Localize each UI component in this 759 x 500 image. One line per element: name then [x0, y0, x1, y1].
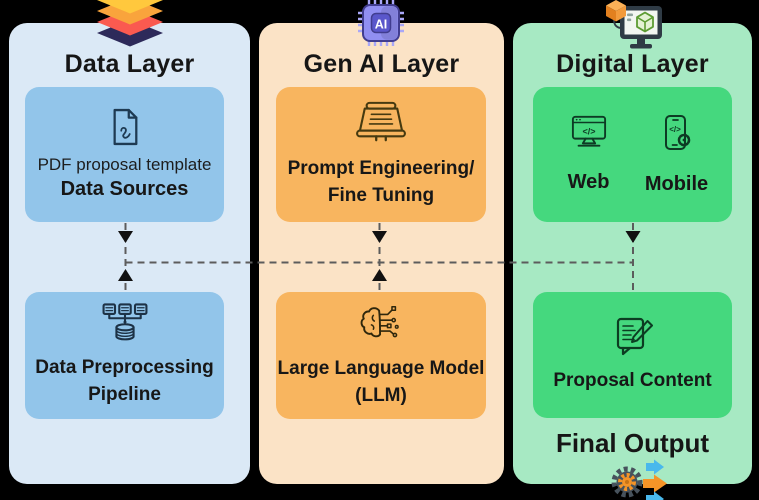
web-mobile-box: </> Web </> [533, 87, 732, 222]
web-item: </> Web [558, 114, 620, 194]
data-sources-label: Data Sources [60, 178, 189, 200]
ai-chip-icon: AI [358, 0, 404, 46]
prompt-scroll-icon [355, 100, 407, 144]
mobile-label: Mobile [644, 172, 709, 195]
panel-digital-layer: Digital Layer </> [513, 23, 752, 484]
panel-data-layer: Data Layer PDF proposal template Data So… [9, 23, 250, 484]
brain-circuit-icon [356, 302, 406, 344]
ai-chip-label: AI [375, 18, 388, 32]
mobile-gear-icon: </> [661, 114, 693, 152]
data-preprocessing-label: Data Preprocessing Pipeline [35, 355, 213, 409]
gears-arrows-icon [610, 454, 672, 500]
data-sources-box: PDF proposal template Data Sources [25, 87, 224, 222]
panel-genai-layer: Gen AI Layer Prompt Engineering/ Fine Tu… [259, 23, 504, 484]
llm-box: Large Language Model (LLM) [276, 292, 486, 419]
data-sources-subtitle: PDF proposal template [37, 155, 212, 174]
data-preprocessing-line1: Data Preprocessing [35, 356, 214, 378]
web-code-glyph: </> [582, 126, 595, 136]
web-monitor-icon: </> [568, 114, 610, 150]
llm-line2: (LLM) [355, 384, 407, 406]
pdf-file-icon [109, 108, 141, 146]
data-preprocessing-line2: Pipeline [88, 383, 161, 405]
llm-line1: Large Language Model [277, 357, 485, 379]
proposal-edit-icon [611, 316, 655, 356]
data-preprocessing-box: Data Preprocessing Pipeline [25, 292, 224, 419]
prompt-engineering-label: Prompt Engineering/ Fine Tuning [288, 156, 475, 210]
llm-label: Large Language Model (LLM) [278, 356, 485, 410]
mobile-code-glyph: </> [669, 125, 681, 134]
proposal-content-box: Proposal Content [533, 292, 732, 418]
data-pipeline-icon [101, 302, 149, 343]
mobile-item: </> Mobile [644, 114, 709, 196]
prompt-engineering-line1: Prompt Engineering/ [287, 157, 475, 179]
web-mobile-group: </> Web </> [558, 114, 708, 196]
proposal-content-label: Proposal Content [553, 369, 712, 391]
genai-layer-title: Gen AI Layer [303, 50, 460, 78]
data-layer-title: Data Layer [64, 50, 195, 78]
digital-layer-title: Digital Layer [556, 50, 709, 78]
final-output-label: Final Output [555, 428, 710, 458]
prompt-engineering-box: Prompt Engineering/ Fine Tuning [276, 87, 486, 222]
layers-stack-icon [95, 0, 165, 47]
digital-device-icon [604, 0, 664, 51]
prompt-engineering-line2: Fine Tuning [327, 184, 435, 206]
web-label: Web [567, 170, 610, 193]
